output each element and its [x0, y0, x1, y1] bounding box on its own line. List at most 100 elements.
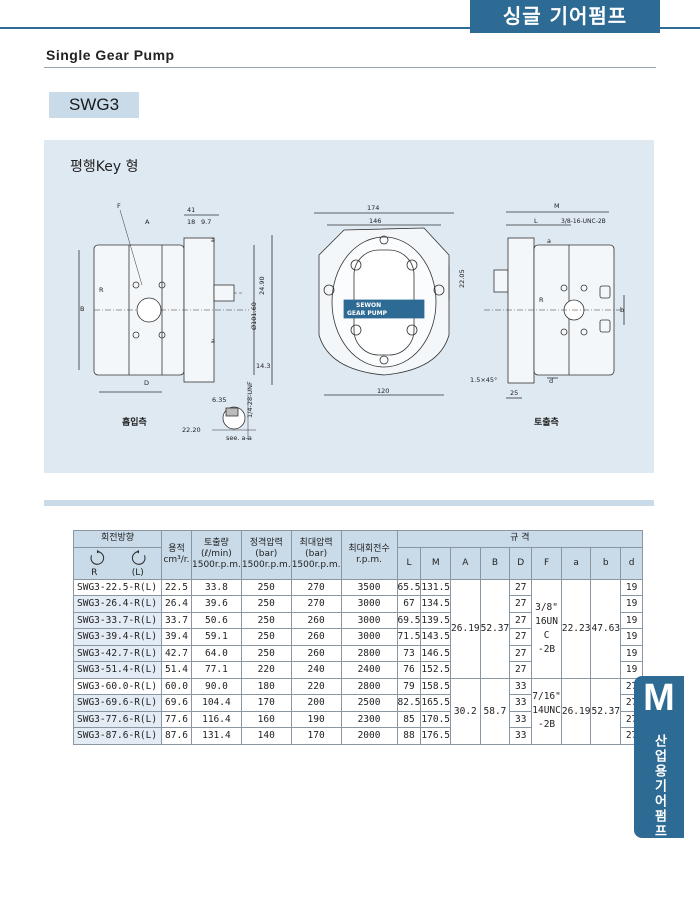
D-cell: 33: [509, 710, 533, 728]
col-B: B: [479, 546, 511, 580]
dim-R-left: R: [99, 286, 104, 294]
front-view: [314, 212, 454, 396]
section-tab-text: 산업용기어펌프: [651, 734, 667, 839]
dim-18: 18: [187, 218, 195, 226]
L-cell: 85: [396, 710, 422, 728]
dim-22-20: 22.20: [182, 426, 201, 434]
model-cell: SWG3-39.4-R(L): [73, 628, 162, 646]
L-cell: 73: [396, 644, 422, 662]
flow-cell: 59.1: [191, 628, 242, 646]
L-cell: 79: [396, 677, 422, 695]
displacement-cell: 77.6: [161, 710, 192, 728]
dim-d: d: [549, 377, 553, 385]
F-cell-line: C: [543, 629, 550, 641]
flow-cell: 77.1: [191, 661, 242, 679]
rated-pressure-cell: 250: [240, 595, 292, 613]
dim-F: F: [117, 202, 121, 210]
F-cell-line: -2B: [537, 719, 556, 730]
rated-pressure-cell: 250: [240, 578, 292, 596]
brand-line-2: GEAR PUMP: [347, 310, 388, 317]
max-speed-cell: 2000: [340, 727, 398, 745]
dim-22-05: 22.05: [458, 269, 466, 288]
col-max-pressure: 최대압력(bar)1500r.p.m.: [290, 530, 342, 580]
dim-a-top: a: [211, 236, 215, 244]
dim-14-3: 14.3: [256, 362, 270, 370]
dim-24-90: 24.90: [258, 276, 266, 295]
rotate-ccw-icon: [131, 549, 146, 565]
dim-174: 174: [367, 204, 379, 212]
displacement-cell: 33.7: [161, 611, 192, 629]
max-pressure-cell: 170: [290, 727, 342, 745]
col-b: b: [590, 546, 622, 580]
F-cell-line: 14UNC: [532, 705, 561, 716]
M-cell: 146.5: [420, 644, 452, 662]
max-pressure-cell: 270: [290, 578, 342, 596]
col-a: a: [560, 546, 592, 580]
dim-A: A: [145, 218, 150, 226]
b-cell: 47.63: [590, 578, 622, 679]
technical-drawing-panel: 평행Key 형: [44, 140, 654, 473]
max-pressure-cell: 260: [290, 611, 342, 629]
discharge-side-view: [484, 211, 625, 399]
dim-101-60: Ø101.60: [250, 302, 258, 330]
dim-a-right: a: [547, 237, 551, 245]
model-cell: SWG3-87.6-R(L): [73, 727, 162, 745]
rated-pressure-cell: 160: [240, 710, 292, 728]
M-cell: 143.5: [420, 628, 452, 646]
max-speed-cell: 3000: [340, 628, 398, 646]
dim-41: 41: [187, 206, 195, 214]
section-separator: [44, 500, 654, 506]
model-cell: SWG3-26.4-R(L): [73, 595, 162, 613]
F-cell-line: 3/8": [535, 601, 558, 613]
M-cell: 139.5: [420, 611, 452, 629]
section-tab[interactable]: M 산업용기어펌프: [634, 676, 684, 839]
dim-L: L: [534, 217, 538, 225]
D-cell: 27: [509, 611, 533, 629]
F-cell-line: 7/16": [532, 691, 561, 702]
L-cell: 82.5: [396, 694, 422, 712]
rated-pressure-cell: 170: [240, 694, 292, 712]
model-cell: SWG3-22.5-R(L): [73, 578, 162, 596]
b-cell: 52.37: [590, 677, 622, 745]
flow-cell: 116.4: [191, 710, 242, 728]
discharge-label: 토출측: [534, 416, 559, 428]
col-A: A: [450, 546, 481, 580]
dim-unf: 1/4-28-UNF: [246, 381, 254, 418]
rated-pressure-cell: 180: [240, 677, 292, 695]
flow-cell: 39.6: [191, 595, 242, 613]
D-cell: 27: [509, 578, 533, 596]
D-cell: 27: [509, 661, 533, 679]
d-cell: 19: [620, 644, 644, 662]
F-cell: 7/16" 14UNC -2B: [531, 677, 562, 745]
M-cell: 134.5: [420, 595, 452, 613]
L-cell: 65.5: [396, 578, 422, 596]
L-cell: 67: [396, 595, 422, 613]
rated-pressure-cell: 250: [240, 644, 292, 662]
M-cell: 152.5: [420, 661, 452, 679]
page-title: 싱글 기어펌프: [470, 0, 660, 33]
rotation-icons: R(L): [73, 546, 162, 580]
col-flow: 토출량(ℓ/min)1500r.p.m.: [191, 530, 242, 580]
B-cell: 58.7: [479, 677, 511, 745]
col-rotation: 회전방향: [73, 530, 162, 548]
model-cell: SWG3-33.7-R(L): [73, 611, 162, 629]
model-cell: SWG3-69.6-R(L): [73, 694, 162, 712]
english-title: Single Gear Pump: [46, 47, 175, 63]
model-cell: SWG3-77.6-R(L): [73, 710, 162, 728]
dim-chamfer: 1.5×45°: [470, 376, 497, 384]
col-F: F: [531, 546, 562, 580]
M-cell: 176.5: [420, 727, 452, 745]
flow-cell: 131.4: [191, 727, 242, 745]
max-pressure-cell: 240: [290, 661, 342, 679]
max-pressure-cell: 190: [290, 710, 342, 728]
dim-120: 120: [377, 387, 389, 395]
max-speed-cell: 2800: [340, 677, 398, 695]
dim-unc: 3/8-16-UNC-2B: [561, 218, 606, 225]
